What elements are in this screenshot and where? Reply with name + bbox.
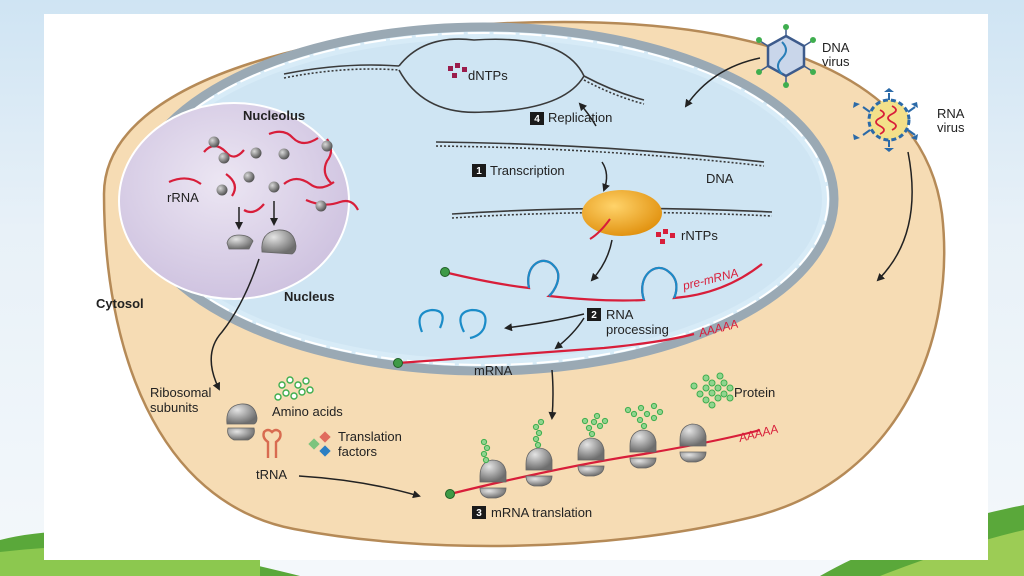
small-subunit-nucleolus: [226, 234, 254, 250]
label-mrna: mRNA: [474, 363, 513, 378]
cap-mrna: [393, 358, 403, 368]
arrow-transcription-to-dna: [601, 161, 610, 192]
nascent-rna: [589, 218, 611, 240]
ribosome-large-subunit: [226, 403, 258, 425]
nucleus: [146, 39, 822, 359]
label-rna-virus-2: virus: [937, 120, 965, 135]
protein-icon: [690, 372, 734, 409]
arrow-replication: [578, 102, 597, 127]
label-cytosol: Cytosol: [96, 296, 144, 311]
nascent-polypeptides: [480, 402, 664, 464]
label-nucleus: Nucleus: [284, 289, 335, 304]
cell-diagram: 4 1 2 3 Nucleolus rRNA Nucleus Cytosol d…: [96, 20, 965, 548]
step-number-mrna-translation: 3: [476, 508, 482, 519]
step-badge-mrna-translation: [472, 506, 486, 519]
label-dna: DNA: [706, 171, 734, 186]
label-trna: tRNA: [256, 467, 287, 482]
amino-acids-icon: [274, 376, 314, 401]
label-rna-processing-1: RNA: [606, 307, 634, 322]
step-number-replication: 4: [534, 114, 540, 125]
step-badge-rna-processing: [587, 308, 601, 321]
label-rrna: rRNA: [167, 190, 199, 205]
arrow-polymerase-to-premrna: [590, 239, 613, 282]
intron-loop-2: [641, 266, 678, 301]
arrow-mrna-to-cytosol: [548, 369, 557, 420]
label-replication: Replication: [548, 110, 612, 125]
label-ribosomal-1: Ribosomal: [150, 385, 212, 400]
label-rna-processing-2: processing: [606, 322, 669, 337]
label-amino-acids: Amino acids: [272, 404, 343, 419]
arrow-dna-virus: [684, 57, 761, 108]
rntps-icon: [656, 229, 675, 244]
large-subunit-nucleolus: [261, 229, 297, 255]
ribosome-small-subunit: [227, 427, 255, 441]
nucleolus: [118, 102, 350, 300]
ribosome: [577, 437, 605, 477]
dntps-icon: [448, 63, 467, 78]
dna-replication: [283, 38, 645, 114]
label-nucleolus: Nucleolus: [243, 108, 305, 123]
ribosome: [525, 447, 553, 487]
step-badge-replication: [530, 112, 544, 125]
dna-strand-top: [435, 141, 765, 167]
arrow-trna-to-translation: [298, 475, 421, 499]
ribosome: [629, 429, 657, 469]
step-badge-transcription: [472, 164, 486, 177]
excised-intron-1: [418, 308, 444, 333]
trna-icon: [262, 428, 282, 458]
label-ribosomal-2: subunits: [150, 400, 199, 415]
rna-virus-icon: [853, 88, 918, 152]
label-translation-factors-2: factors: [338, 444, 378, 459]
label-mrna-translation: mRNA translation: [491, 505, 592, 520]
rna-polymerase: [582, 190, 662, 236]
label-dna-virus-1: DNA: [822, 40, 850, 55]
arrow-rna-virus: [876, 151, 913, 282]
label-protein: Protein: [734, 385, 775, 400]
translating-mrna: [449, 428, 761, 496]
arrow-to-introns: [504, 313, 585, 332]
label-dna-virus-2: virus: [822, 54, 850, 69]
arrow-ribosome-export: [210, 258, 260, 391]
dna-virus-icon: [756, 24, 816, 88]
label-dntps: dNTPs: [468, 68, 508, 83]
cap-pre-mrna: [440, 267, 450, 277]
ribosome: [479, 459, 507, 499]
label-rntps: rNTPs: [681, 228, 718, 243]
step-number-rna-processing: 2: [591, 310, 597, 321]
label-transcription: Transcription: [490, 163, 565, 178]
ribosome: [679, 423, 707, 463]
label-translation-factors-1: Translation: [338, 429, 402, 444]
step-number-transcription: 1: [476, 166, 482, 177]
intron-loop-1: [527, 259, 560, 297]
arrow-to-mrna: [554, 317, 585, 350]
cap-translating-mrna: [445, 489, 455, 499]
mrna: [397, 332, 695, 365]
label-rna-virus-1: RNA: [937, 106, 965, 121]
polysome: [479, 423, 707, 499]
nucleolus-proteins: [208, 136, 333, 212]
translation-factors-icon: [308, 431, 331, 457]
excised-intron-2: [459, 308, 487, 340]
